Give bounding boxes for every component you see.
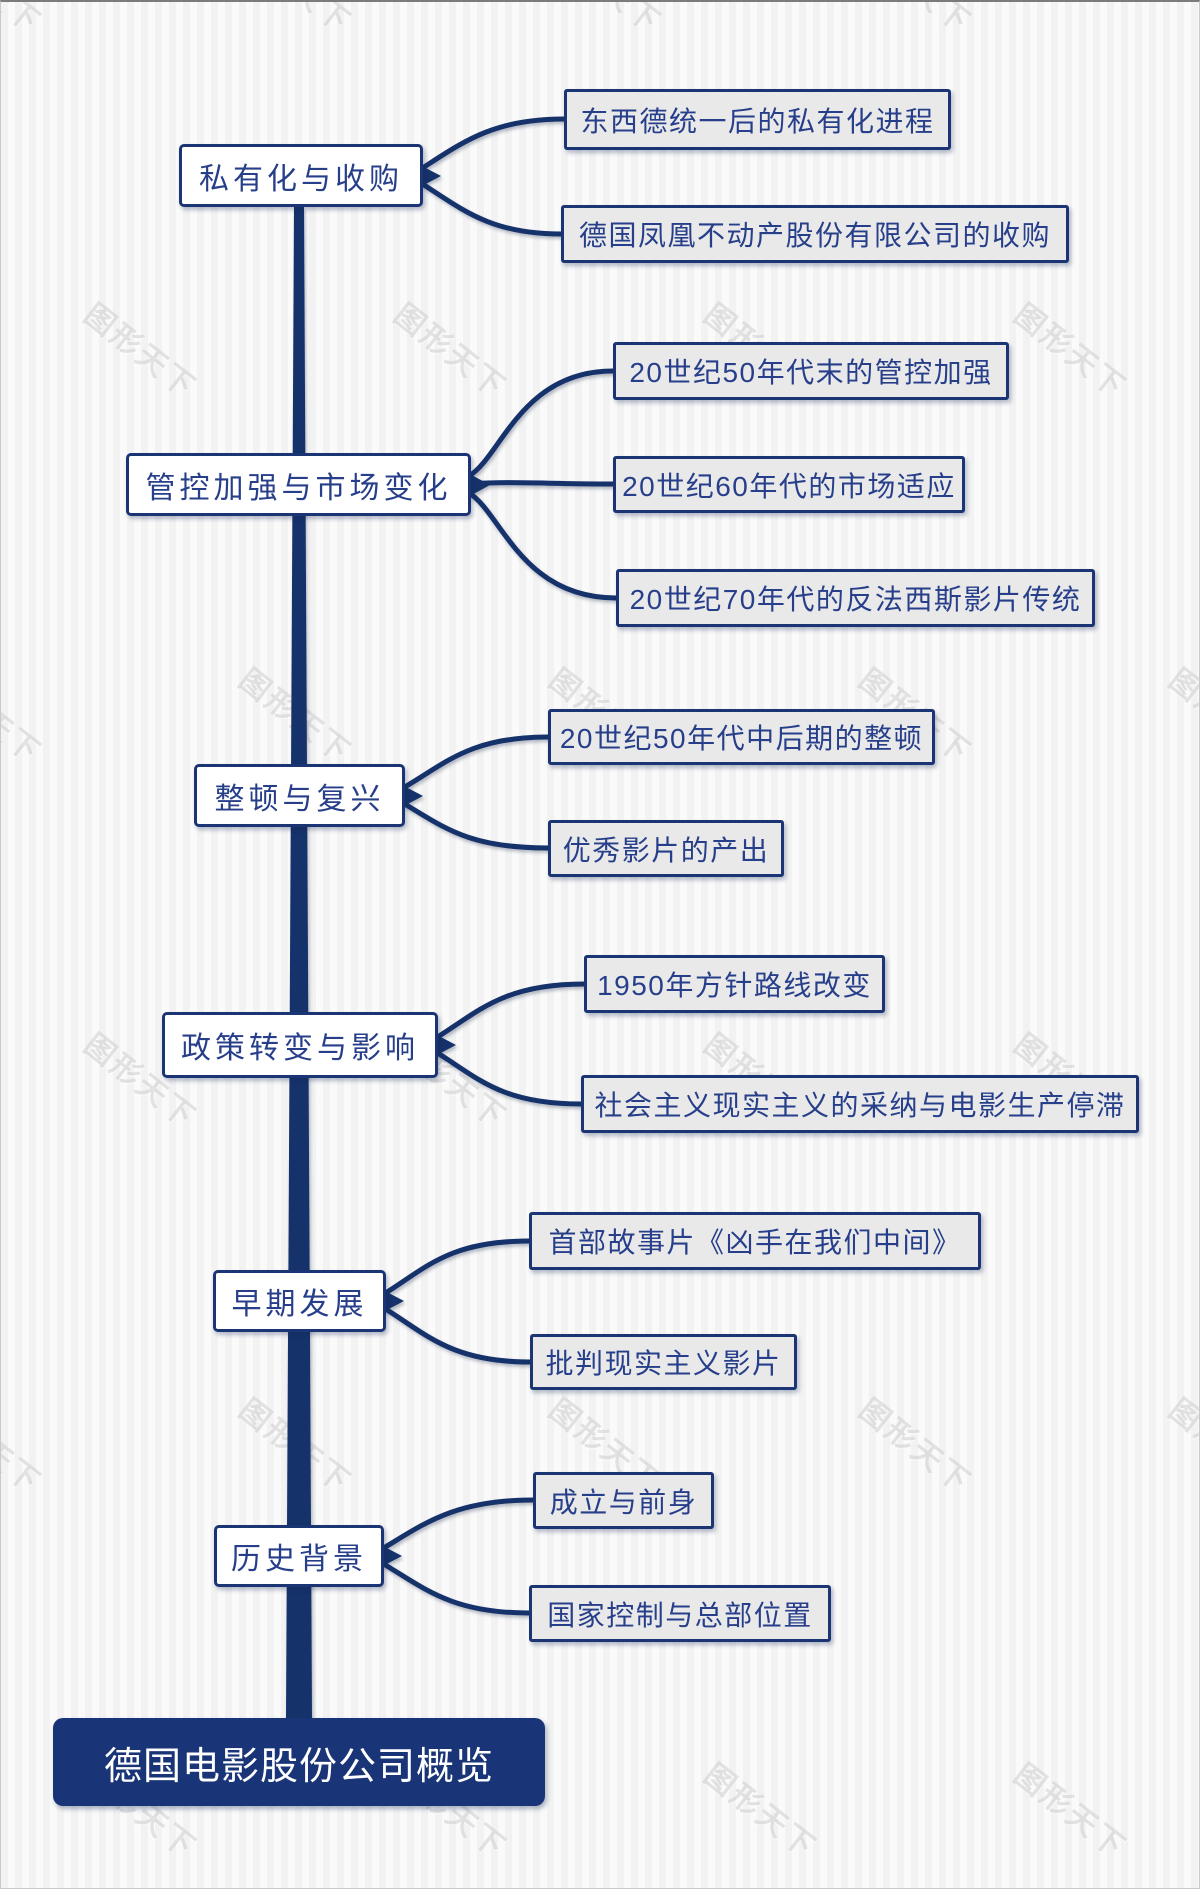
fork-wedge [383,1290,404,1312]
connector-branch4-child0 [381,1238,532,1297]
connector-branch4-child1 [381,1305,533,1365]
topic-label: 历史背景 [231,1543,367,1576]
topic-early-development[interactable]: 早期发展 [213,1270,386,1332]
subtopic-label: 优秀影片的产出 [562,834,770,866]
connector-branch1-child1 [466,480,616,487]
connector-branch0-child1 [418,180,564,237]
subtopic-label: 首部故事片《凶手在我们中间》 [548,1227,962,1258]
fork-wedge [435,1034,456,1056]
subtopic-label: 社会主义现实主义的采纳与电影生产停滞 [594,1090,1126,1121]
subtopic-label: 东西德统一后的私有化进程 [580,105,935,137]
subtopic-label: 国家控制与总部位置 [547,1599,813,1631]
topic-label: 管控加强与市场变化 [145,471,452,505]
subtopic-label: 20世纪50年代中后期的整顿 [559,723,924,754]
subtopic-first-feature-film[interactable]: 首部故事片《凶手在我们中间》 [529,1212,981,1270]
subtopic-late-1950s-control[interactable]: 20世纪50年代末的管控加强 [613,342,1009,400]
subtopic-label: 20世纪50年代末的管控加强 [629,357,993,388]
root-label: 德国电影股份公司概览 [103,1745,494,1788]
connector-branch2-child0 [400,734,551,791]
fork-wedge [402,785,423,807]
fork-wedge [420,165,441,187]
subtopic-label: 1950年方针路线改变 [597,970,872,1001]
connector-branch1-child0 [466,368,616,479]
subtopic-label: 20世纪70年代的反法西斯影片传统 [629,584,1082,615]
connector-branch3-child1 [433,1049,584,1107]
topic-historical-background[interactable]: 历史背景 [214,1525,384,1587]
topic-control-market-change[interactable]: 管控加强与市场变化 [126,453,471,516]
topic-rectification-revival[interactable]: 整顿与复兴 [194,764,405,827]
topic-label: 私有化与收购 [199,162,403,196]
subtopic-1970s-antifascist-films[interactable]: 20世纪70年代的反法西斯影片传统 [616,569,1095,627]
trunk-line [286,207,312,1718]
topic-label: 整顿与复兴 [214,782,385,816]
subtopic-label: 成立与前身 [549,1486,698,1518]
subtopic-mid-late-1950s-rectification[interactable]: 20世纪50年代中后期的整顿 [548,709,935,765]
subtopic-label: 20世纪60年代的市场适应 [622,470,956,502]
fork-wedge [381,1545,402,1567]
topic-privatization-acquisition[interactable]: 私有化与收购 [179,144,423,207]
subtopic-1950-policy-line-change[interactable]: 1950年方针路线改变 [584,955,885,1013]
topic-policy-shift-impact[interactable]: 政策转变与影响 [162,1012,438,1078]
topic-label: 早期发展 [231,1288,368,1321]
connector-branch1-child2 [466,490,619,601]
connector-branch5-child1 [379,1560,532,1616]
subtopic-excellent-films-output[interactable]: 优秀影片的产出 [548,820,784,877]
subtopic-label: 批判现实主义影片 [545,1348,782,1379]
connector-branch2-child1 [400,800,551,851]
connector-branch0-child0 [418,116,567,172]
subtopic-critical-realism-films[interactable]: 批判现实主义影片 [530,1334,797,1390]
subtopic-phoenix-acquisition[interactable]: 德国凤凰不动产股份有限公司的收购 [561,205,1069,263]
subtopic-1960s-market-adaptation[interactable]: 20世纪60年代的市场适应 [613,456,965,513]
subtopic-socialist-realism-stagnation[interactable]: 社会主义现实主义的采纳与电影生产停滞 [581,1075,1139,1133]
subtopic-label: 德国凤凰不动产股份有限公司的收购 [578,220,1051,251]
root-topic-defa-overview[interactable]: 德国电影股份公司概览 [53,1718,545,1806]
subtopic-founding-predecessor[interactable]: 成立与前身 [533,1472,714,1529]
subtopic-state-control-headquarters[interactable]: 国家控制与总部位置 [529,1585,831,1642]
subtopic-reunification-privatization[interactable]: 东西德统一后的私有化进程 [564,89,951,150]
connector-branch3-child0 [433,981,587,1041]
connector-branch5-child0 [379,1497,536,1552]
topic-label: 政策转变与影响 [181,1032,419,1065]
